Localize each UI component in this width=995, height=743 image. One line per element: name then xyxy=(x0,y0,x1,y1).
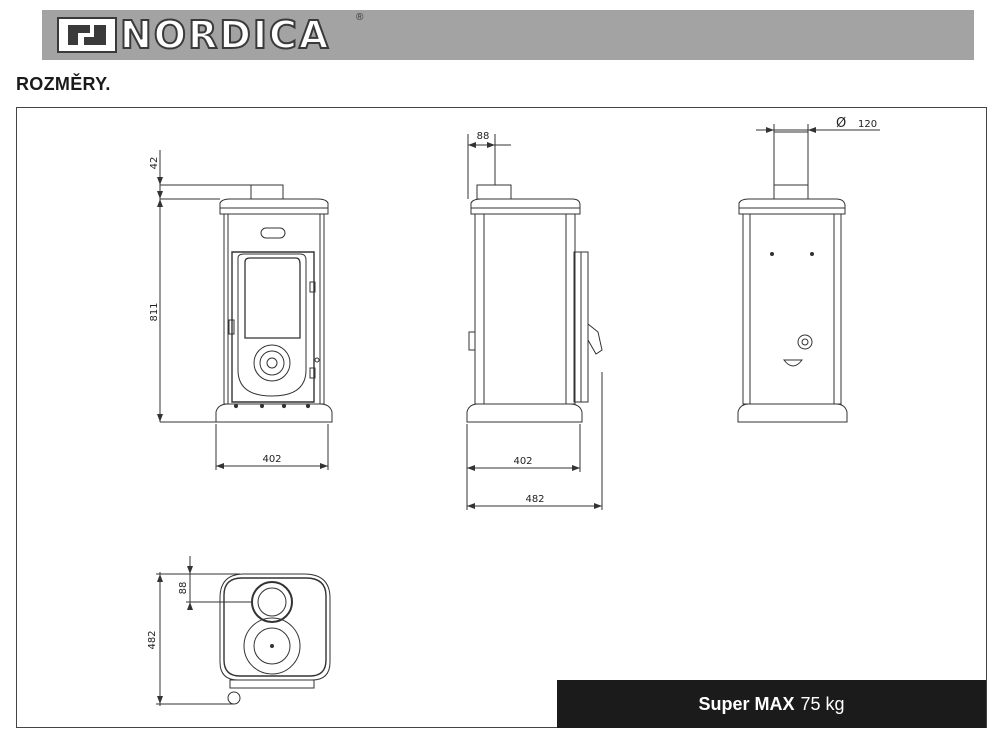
front-width-dimension: 402 xyxy=(262,454,281,465)
front-height-dimension: 811 xyxy=(149,302,160,321)
rear-diameter-symbol: Ø xyxy=(836,116,846,131)
front-top-dimension: 42 xyxy=(149,157,160,170)
brand-logo: NORDICA xyxy=(56,13,331,57)
model-name: Super MAX xyxy=(698,693,795,714)
rear-flue-diameter-dimension: 120 xyxy=(858,119,877,130)
side-depth-total-dimension: 482 xyxy=(525,494,544,505)
plan-view xyxy=(156,556,331,706)
side-flue-offset-dimension: 88 xyxy=(477,131,490,142)
model-weight: 75 kg xyxy=(800,693,845,714)
plan-depth-dimension: 482 xyxy=(147,630,158,649)
rear-view xyxy=(737,124,880,423)
registered-mark: ® xyxy=(356,12,364,23)
front-view xyxy=(159,150,333,470)
side-view xyxy=(466,134,603,510)
drawing-frame xyxy=(16,107,987,728)
side-depth-body-dimension: 402 xyxy=(513,456,532,467)
section-title: ROZMĚRY. xyxy=(16,74,111,94)
plan-flue-offset-dimension: 88 xyxy=(178,582,189,595)
brand-mark-icon xyxy=(57,17,117,53)
brand-logo-text: NORDICA xyxy=(119,13,331,57)
header-bar: NORDICA ® xyxy=(42,10,974,60)
model-label: Super MAX 75 kg xyxy=(557,680,986,728)
